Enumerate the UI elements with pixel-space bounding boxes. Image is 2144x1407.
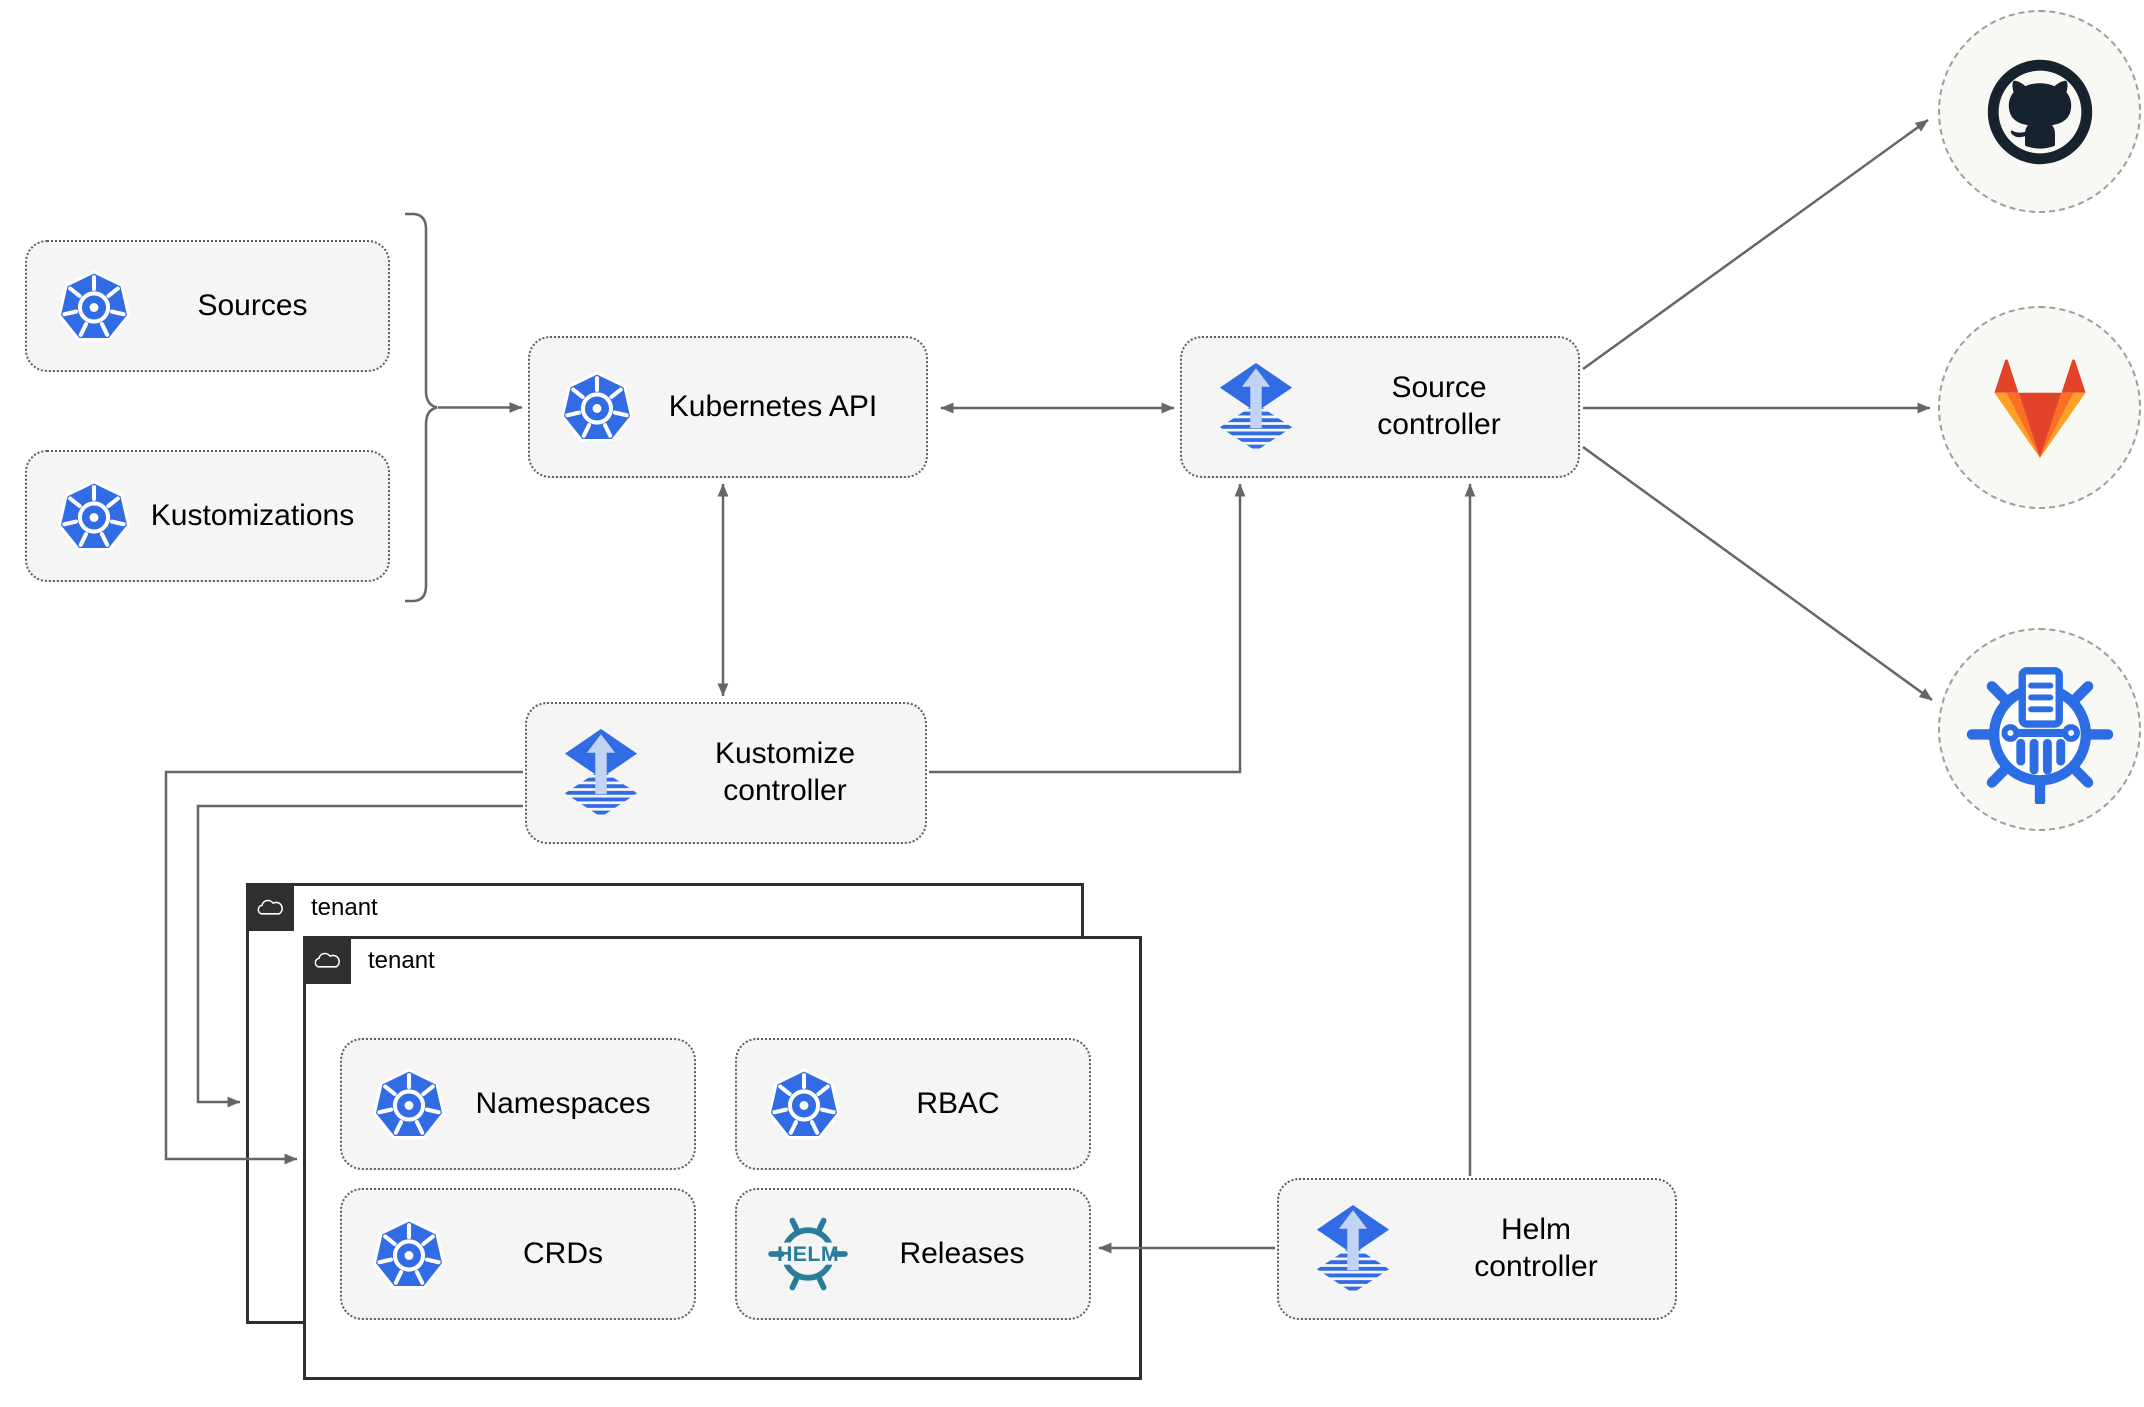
tenant-header	[246, 883, 294, 931]
arrow-kustomize-to-source-controller	[929, 483, 1246, 774]
node-label: Source controller	[1377, 371, 1501, 441]
endpoint-github	[1938, 10, 2141, 213]
flux-icon	[557, 725, 645, 821]
node-kustomize-controller: Kustomize controller	[525, 702, 927, 844]
node-label: Kubernetes API	[668, 389, 878, 423]
node-rbac: RBAC	[735, 1038, 1091, 1170]
kubernetes-icon	[372, 1217, 446, 1291]
arrow-source-controller-to-github	[1582, 118, 1929, 371]
node-kustomizations: Kustomizations	[25, 450, 390, 582]
node-label: Releases	[899, 1236, 1025, 1270]
node-sources: Sources	[25, 240, 390, 372]
tenant-header	[303, 936, 351, 984]
flux-icon	[1212, 359, 1300, 455]
kubernetes-icon	[57, 269, 131, 343]
kubernetes-icon	[767, 1067, 841, 1141]
kubernetes-icon	[560, 370, 634, 444]
cloud-icon	[310, 949, 344, 971]
node-label: Helm controller	[1474, 1213, 1598, 1283]
kustomize-wheel-icon	[1966, 656, 2114, 804]
kubernetes-icon	[57, 479, 131, 553]
node-label: Kustomize controller	[714, 737, 856, 807]
node-label: RBAC	[916, 1086, 1000, 1120]
node-namespaces: Namespaces	[340, 1038, 696, 1170]
kubernetes-icon	[372, 1067, 446, 1141]
flux-icon	[1309, 1201, 1397, 1297]
node-label: Namespaces	[475, 1086, 651, 1120]
node-label: Sources	[197, 288, 308, 322]
gitlab-icon	[1983, 354, 2097, 462]
tenant-label: tenant	[368, 947, 435, 974]
arrow-source-controller-to-registry	[1582, 445, 1933, 702]
node-helm-controller: Helm controller	[1277, 1178, 1677, 1320]
tenant-label: tenant	[311, 894, 378, 921]
node-releases: Releases	[735, 1188, 1091, 1320]
node-label: CRDs	[523, 1236, 603, 1270]
node-kubernetes-api: Kubernetes API	[528, 336, 928, 478]
node-label: Kustomizations	[150, 498, 355, 532]
helm-icon	[767, 1211, 849, 1297]
github-icon	[1980, 52, 2100, 172]
cloud-icon	[253, 896, 287, 918]
node-source-controller: Source controller	[1180, 336, 1580, 478]
endpoint-gitlab	[1938, 306, 2141, 509]
endpoint-registry	[1938, 628, 2141, 831]
group-brace	[405, 212, 438, 603]
node-crds: CRDs	[340, 1188, 696, 1320]
